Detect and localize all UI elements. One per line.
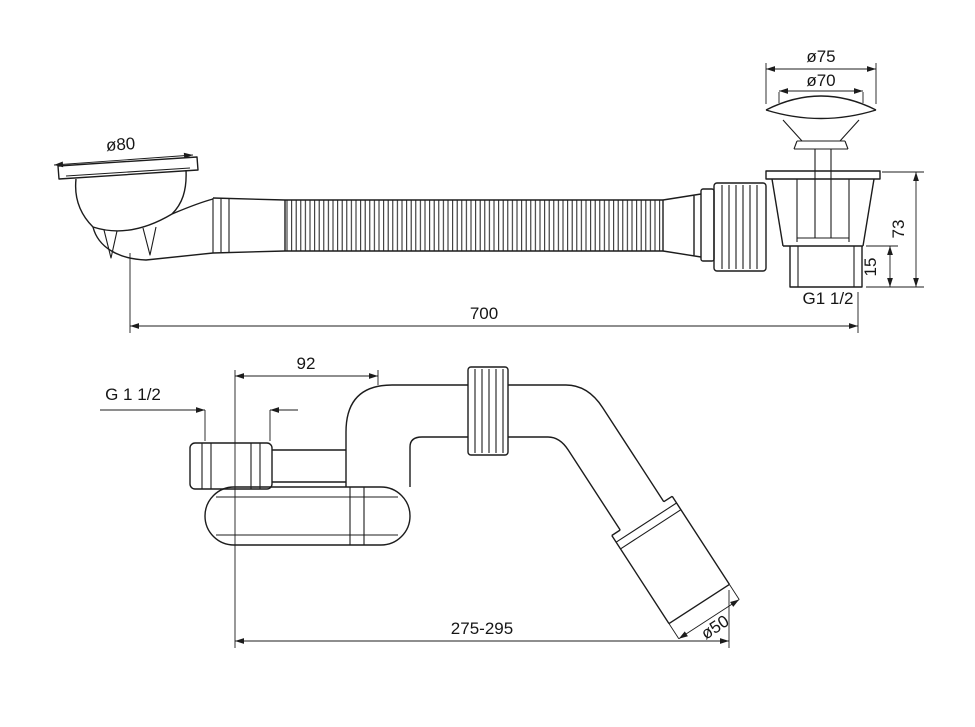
dim-thread-bottom: G 1 1/2: [100, 385, 298, 441]
dia70-label: ø70: [806, 71, 835, 90]
outlet-stub: [789, 246, 863, 288]
dia80-label: ø80: [105, 134, 136, 155]
inlet-nut-body: [189, 442, 273, 490]
dim-15: 15: [861, 245, 898, 287]
trap-inner-lines: [216, 496, 398, 536]
riser-elbow: [345, 384, 468, 487]
nut-ridges: [721, 185, 758, 269]
plug-disc: [793, 140, 849, 150]
body-inner-tube: [796, 179, 850, 242]
hose-corrugation: [285, 200, 663, 251]
plug-cap-cone: [782, 119, 860, 142]
nut-body: [713, 182, 767, 272]
flexible-hose: [212, 193, 702, 258]
trap-seams: [349, 487, 365, 545]
cup-elbow: [92, 198, 214, 261]
dia70-extension-lines: [778, 92, 864, 103]
dia75-label: ø75: [806, 47, 835, 66]
plug-stem: [814, 149, 832, 238]
thread-label-top: G1 1/2: [802, 289, 853, 308]
dia50-dim-line: [678, 599, 740, 640]
sleeve-shoulders: [611, 495, 673, 537]
inlet-pipe: [272, 449, 346, 483]
sleeve-body: [611, 495, 730, 625]
overflow-drain-cup: [57, 156, 214, 261]
dim-700: 700: [129, 253, 859, 333]
body-rim: [765, 170, 881, 180]
cup-body: [74, 169, 187, 232]
top-view: ø80 ø75 ø70 73 15 G1 1/2 700: [53, 47, 924, 333]
riser-elbow-outline: [345, 384, 468, 487]
dim92-label: 92: [297, 354, 316, 373]
dim73-label: 73: [889, 220, 908, 239]
outlet-pipe-bend-bottom: [547, 436, 621, 531]
dim-dia70: ø70: [778, 71, 864, 103]
dim-92: 92: [235, 354, 379, 385]
outlet-pipe-angled: [508, 384, 730, 625]
outlet-pipe-horizontal: [508, 384, 566, 438]
plug-cap-underside: [765, 109, 877, 120]
outlet-pipe-bend-top: [565, 384, 665, 503]
hose-left-cuff: [212, 198, 230, 253]
thread-extension-lines: [204, 410, 271, 441]
dim-dia75: ø75: [765, 47, 877, 104]
bottom-view: G 1 1/2 92 275-295 ø50: [100, 354, 740, 648]
dia50-label: ø50: [698, 611, 733, 643]
inlet-nut: [189, 442, 273, 490]
outlet-stub-outline: [789, 246, 863, 288]
union-coupling-body: [467, 366, 509, 456]
dim-dia80: ø80: [53, 134, 194, 168]
dia80-dim-line: [53, 152, 194, 168]
cup-strainer-legs: [103, 226, 157, 259]
dim15-label: 15: [861, 258, 880, 277]
thread-label-bottom: G 1 1/2: [105, 385, 161, 404]
union-coupling: [467, 366, 509, 456]
outlet-stub-walls: [797, 246, 855, 287]
cup-rim-inner: [65, 167, 191, 177]
dim-73: 73: [866, 171, 924, 288]
plug-cap-dome: [765, 95, 877, 111]
hose-left-cone: [212, 197, 286, 254]
nut-collar: [700, 188, 715, 262]
trap-outline: [204, 486, 411, 546]
hose-corrugation-border: [284, 199, 664, 252]
dia50-extension-lines: [668, 584, 740, 639]
sleeve-rings: [615, 502, 682, 550]
hose-union-nut: [700, 182, 767, 272]
hose-right-cone: [662, 193, 702, 258]
dim700-label: 700: [470, 304, 498, 323]
waste-body: [765, 170, 881, 247]
inlet-nut-facets: [201, 443, 261, 489]
union-coupling-ridges: [474, 369, 504, 453]
dim275-label: 275-295: [451, 619, 513, 638]
popup-plug: [765, 95, 877, 238]
trap-body: [204, 486, 411, 546]
body-sides: [771, 178, 875, 247]
